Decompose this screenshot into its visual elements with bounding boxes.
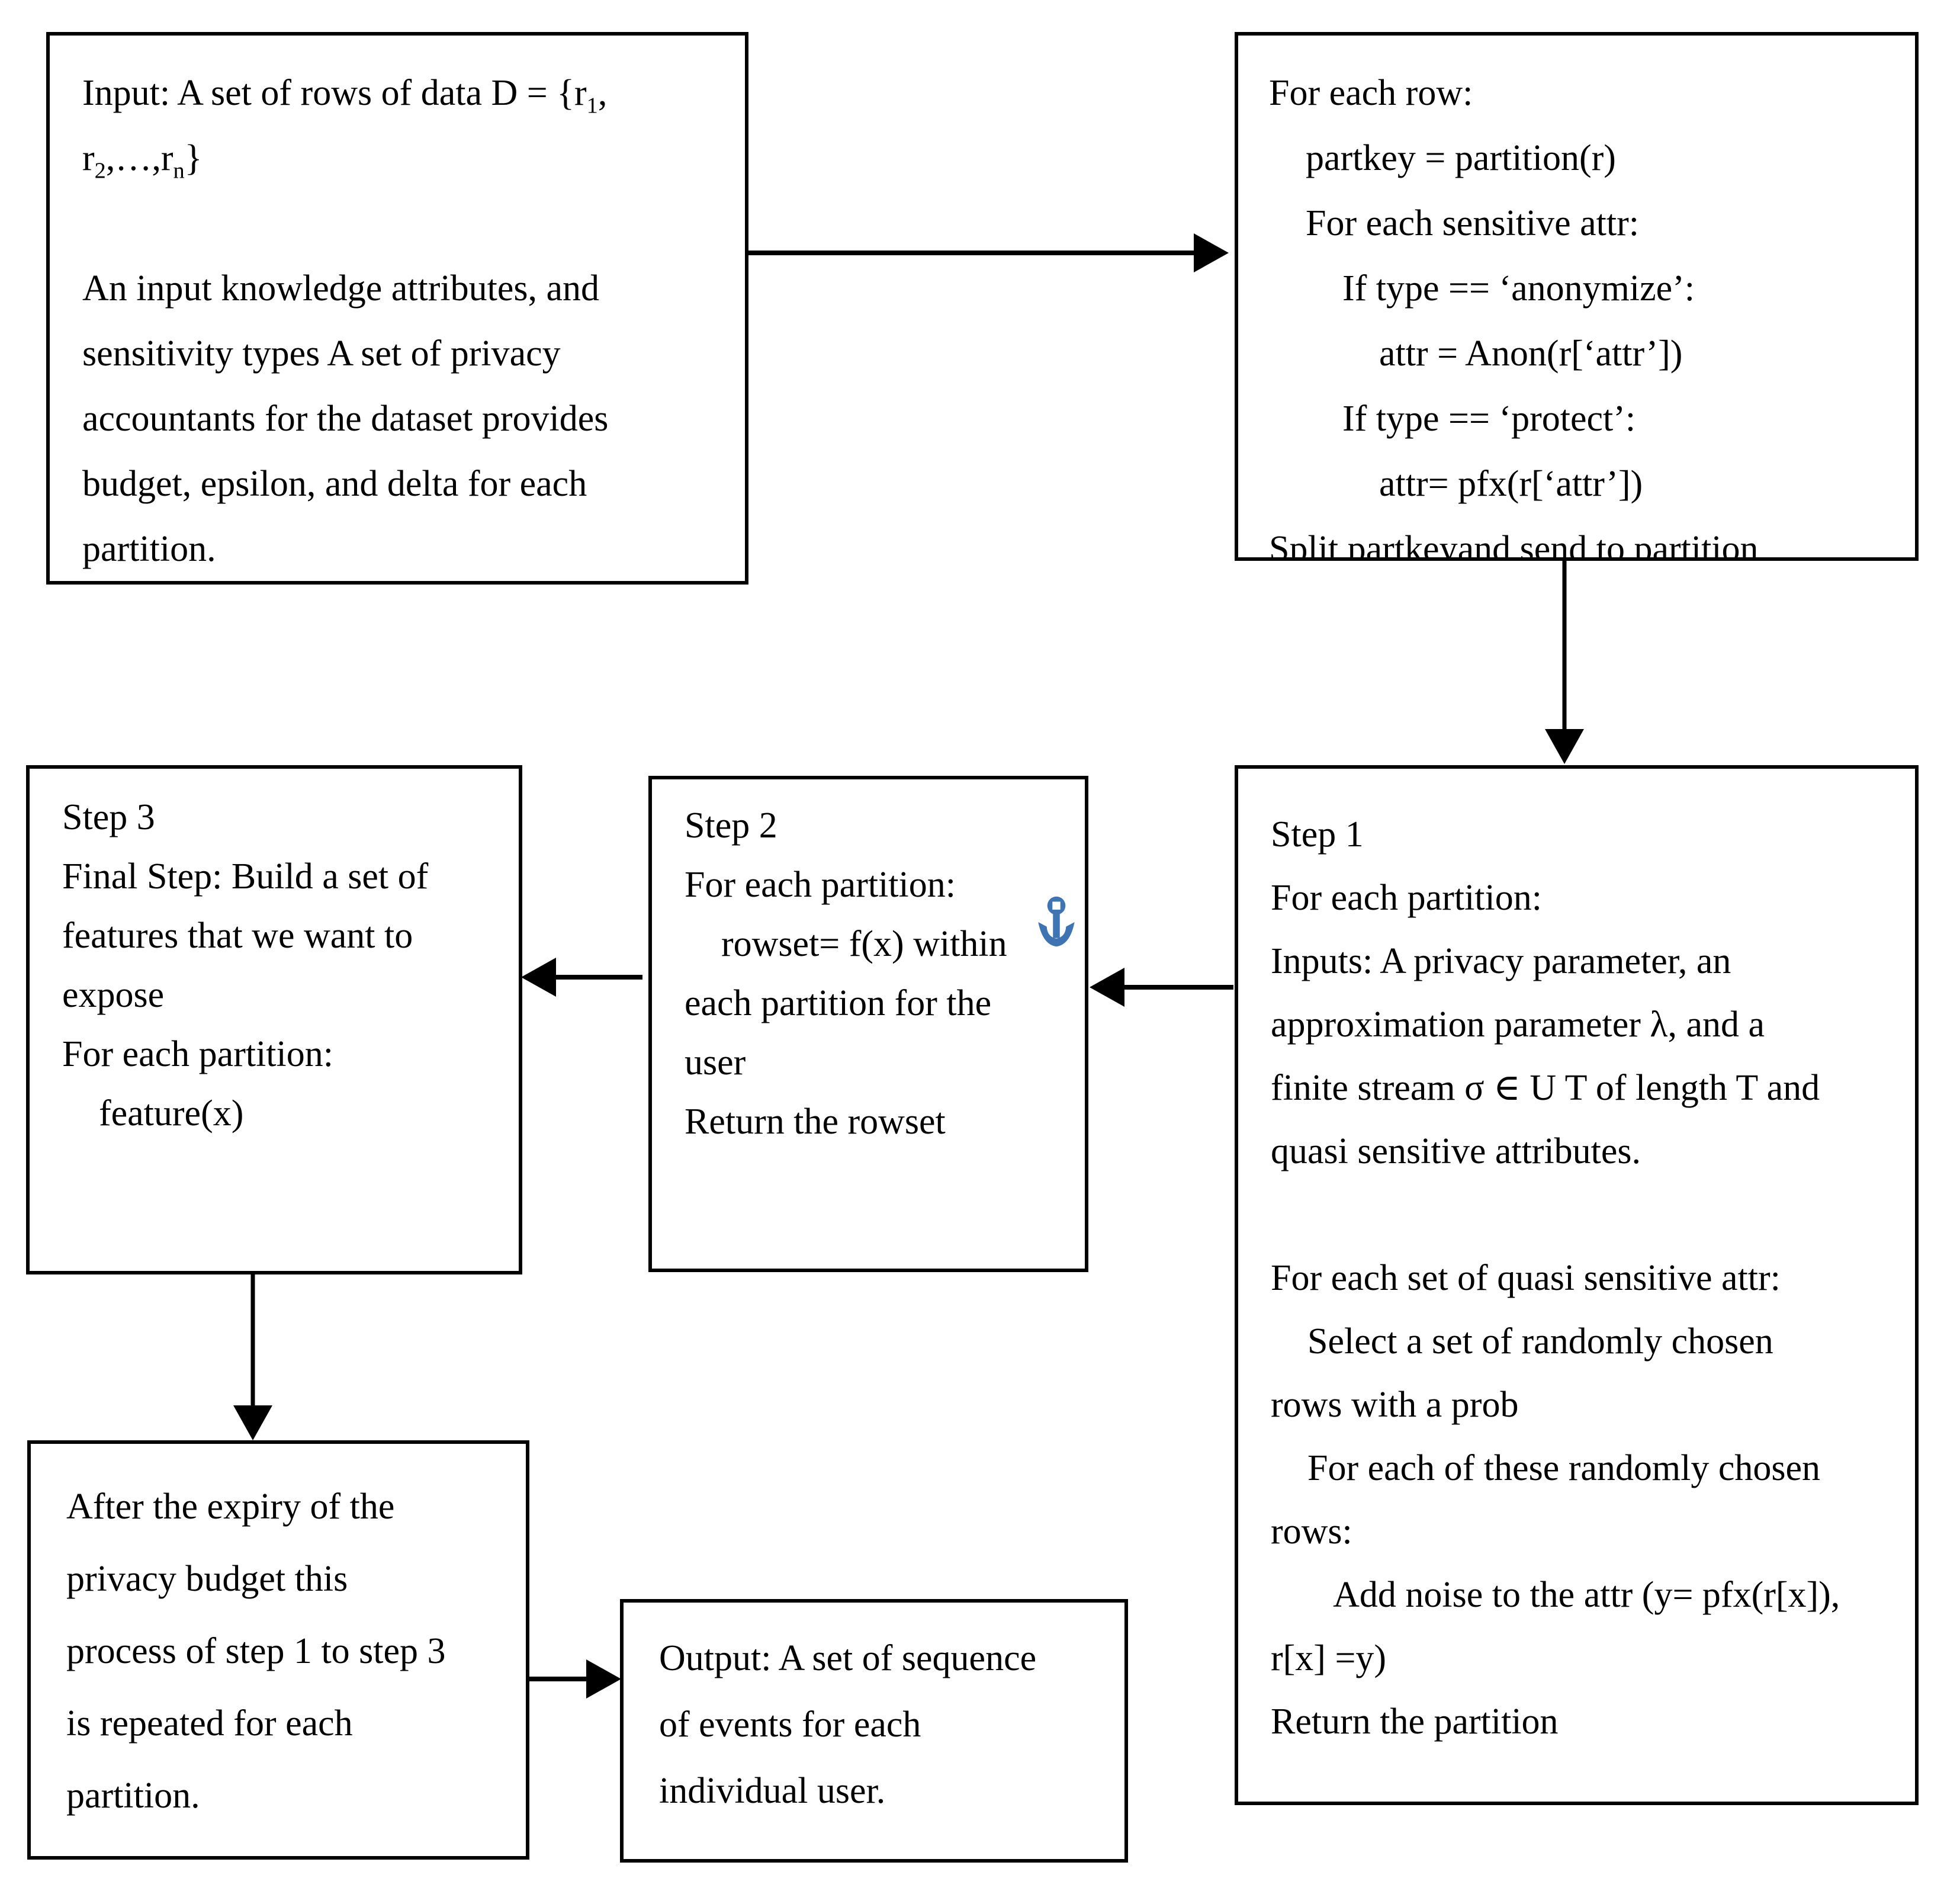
text-line: r[x] =y) [1271,1638,1387,1678]
text-line [1271,1183,1904,1247]
text-line [82,191,734,256]
text-line: Step 3 [62,797,155,837]
text-line: rows: [1271,1511,1352,1552]
step3-box: Step 3 Final Step: Build a set of features… [26,765,522,1274]
text-line: After the expiry of the [66,1487,395,1527]
text-line: user [685,1042,746,1083]
text-line: Final Step: Build a set of [62,856,429,897]
text-line: feature(x) [62,1093,244,1134]
text-line: An input knowledge attributes, and [82,268,599,309]
text-line: Select a set of randomly chosen [1271,1321,1773,1362]
step1-box: Step 1 For each partition: Inputs: A priva… [1235,765,1919,1805]
text-line: partition. [66,1776,200,1816]
text-line: is repeated for each [66,1703,353,1744]
arrow-repeat-to-output-icon [516,1659,621,1699]
text-line: For each set of quasi sensitive attr: [1271,1258,1781,1298]
input-box: Input: A set of rows of data D = {r1, r2,… [46,32,748,585]
text-line: For each partition: [62,1034,333,1074]
text-line: Add noise to the attr (y= pfx(r[x]), [1271,1575,1840,1615]
text-line: Split partkeyand send to partition [1269,529,1759,561]
text-line: Step 2 [685,805,777,846]
text-line: process of step 1 to step 3 [66,1631,446,1671]
text-line: For each of these randomly chosen [1271,1448,1821,1488]
text-line: Output: A set of sequence [659,1638,1037,1678]
text-line: If type == ‘protect’: [1269,399,1636,439]
text-line: expose [62,975,165,1015]
text-line: sensitivity types A set of privacy [82,333,561,374]
anchor-icon [1036,895,1077,949]
text-line: Inputs: A privacy parameter, an [1271,941,1731,981]
text-line: For each row: [1269,73,1473,113]
text-line: of events for each [659,1704,921,1745]
text-line: features that we want to [62,916,413,956]
text-line: Return the partition [1271,1701,1559,1742]
arrow-step2-to-step3-icon [521,958,642,997]
text-line: Return the rowset [685,1102,946,1142]
output-box: Output: A set of sequence of events for e… [620,1599,1128,1863]
text-line: For each partition: [685,865,956,905]
text-line: finite stream σ ∈ U T of length T and [1271,1068,1820,1108]
text-line: each partition for the [685,983,992,1023]
repeat-box: After the expiry of the privacy budget th… [27,1440,529,1860]
text-line: partition. [82,529,216,569]
text-line: quasi sensitive attributes. [1271,1131,1641,1171]
arrow-step1-to-step2-icon [1090,968,1233,1007]
text-line: Step 1 [1271,814,1364,855]
text-line: For each partition: [1271,878,1542,918]
text-line: rowset= f(x) within [685,924,1007,964]
text-line: privacy budget this [66,1559,348,1599]
text-line: Input: A set of rows of data D = {r1, [82,73,608,118]
text-line: approximation parameter λ, and a [1271,1004,1765,1045]
text-line: partkey = partition(r) [1269,138,1616,178]
text-line: For each sensitive attr: [1269,203,1639,243]
text-line: rows with a prob [1271,1385,1519,1425]
row-processing-box: For each row: partkey = partition(r) For… [1235,32,1919,561]
text-line: accountants for the dataset provides [82,399,609,439]
text-line: budget, epsilon, and delta for each [82,464,587,504]
arrow-row-processing-to-step1-icon [1545,561,1584,764]
text-line: attr = Anon(r[‘attr’]) [1269,333,1683,374]
text-line: If type == ‘anonymize’: [1269,268,1695,309]
step2-box: Step 2 For each partition: rowset= f(x) w… [648,776,1088,1272]
text-line: r2,…,rn} [82,138,203,184]
text-line: individual user. [659,1771,886,1811]
text-line: attr= pfx(r[‘attr’]) [1269,464,1643,504]
arrow-step3-to-repeat-icon [233,1273,272,1440]
arrow-input-to-row-processing-icon [748,233,1229,272]
